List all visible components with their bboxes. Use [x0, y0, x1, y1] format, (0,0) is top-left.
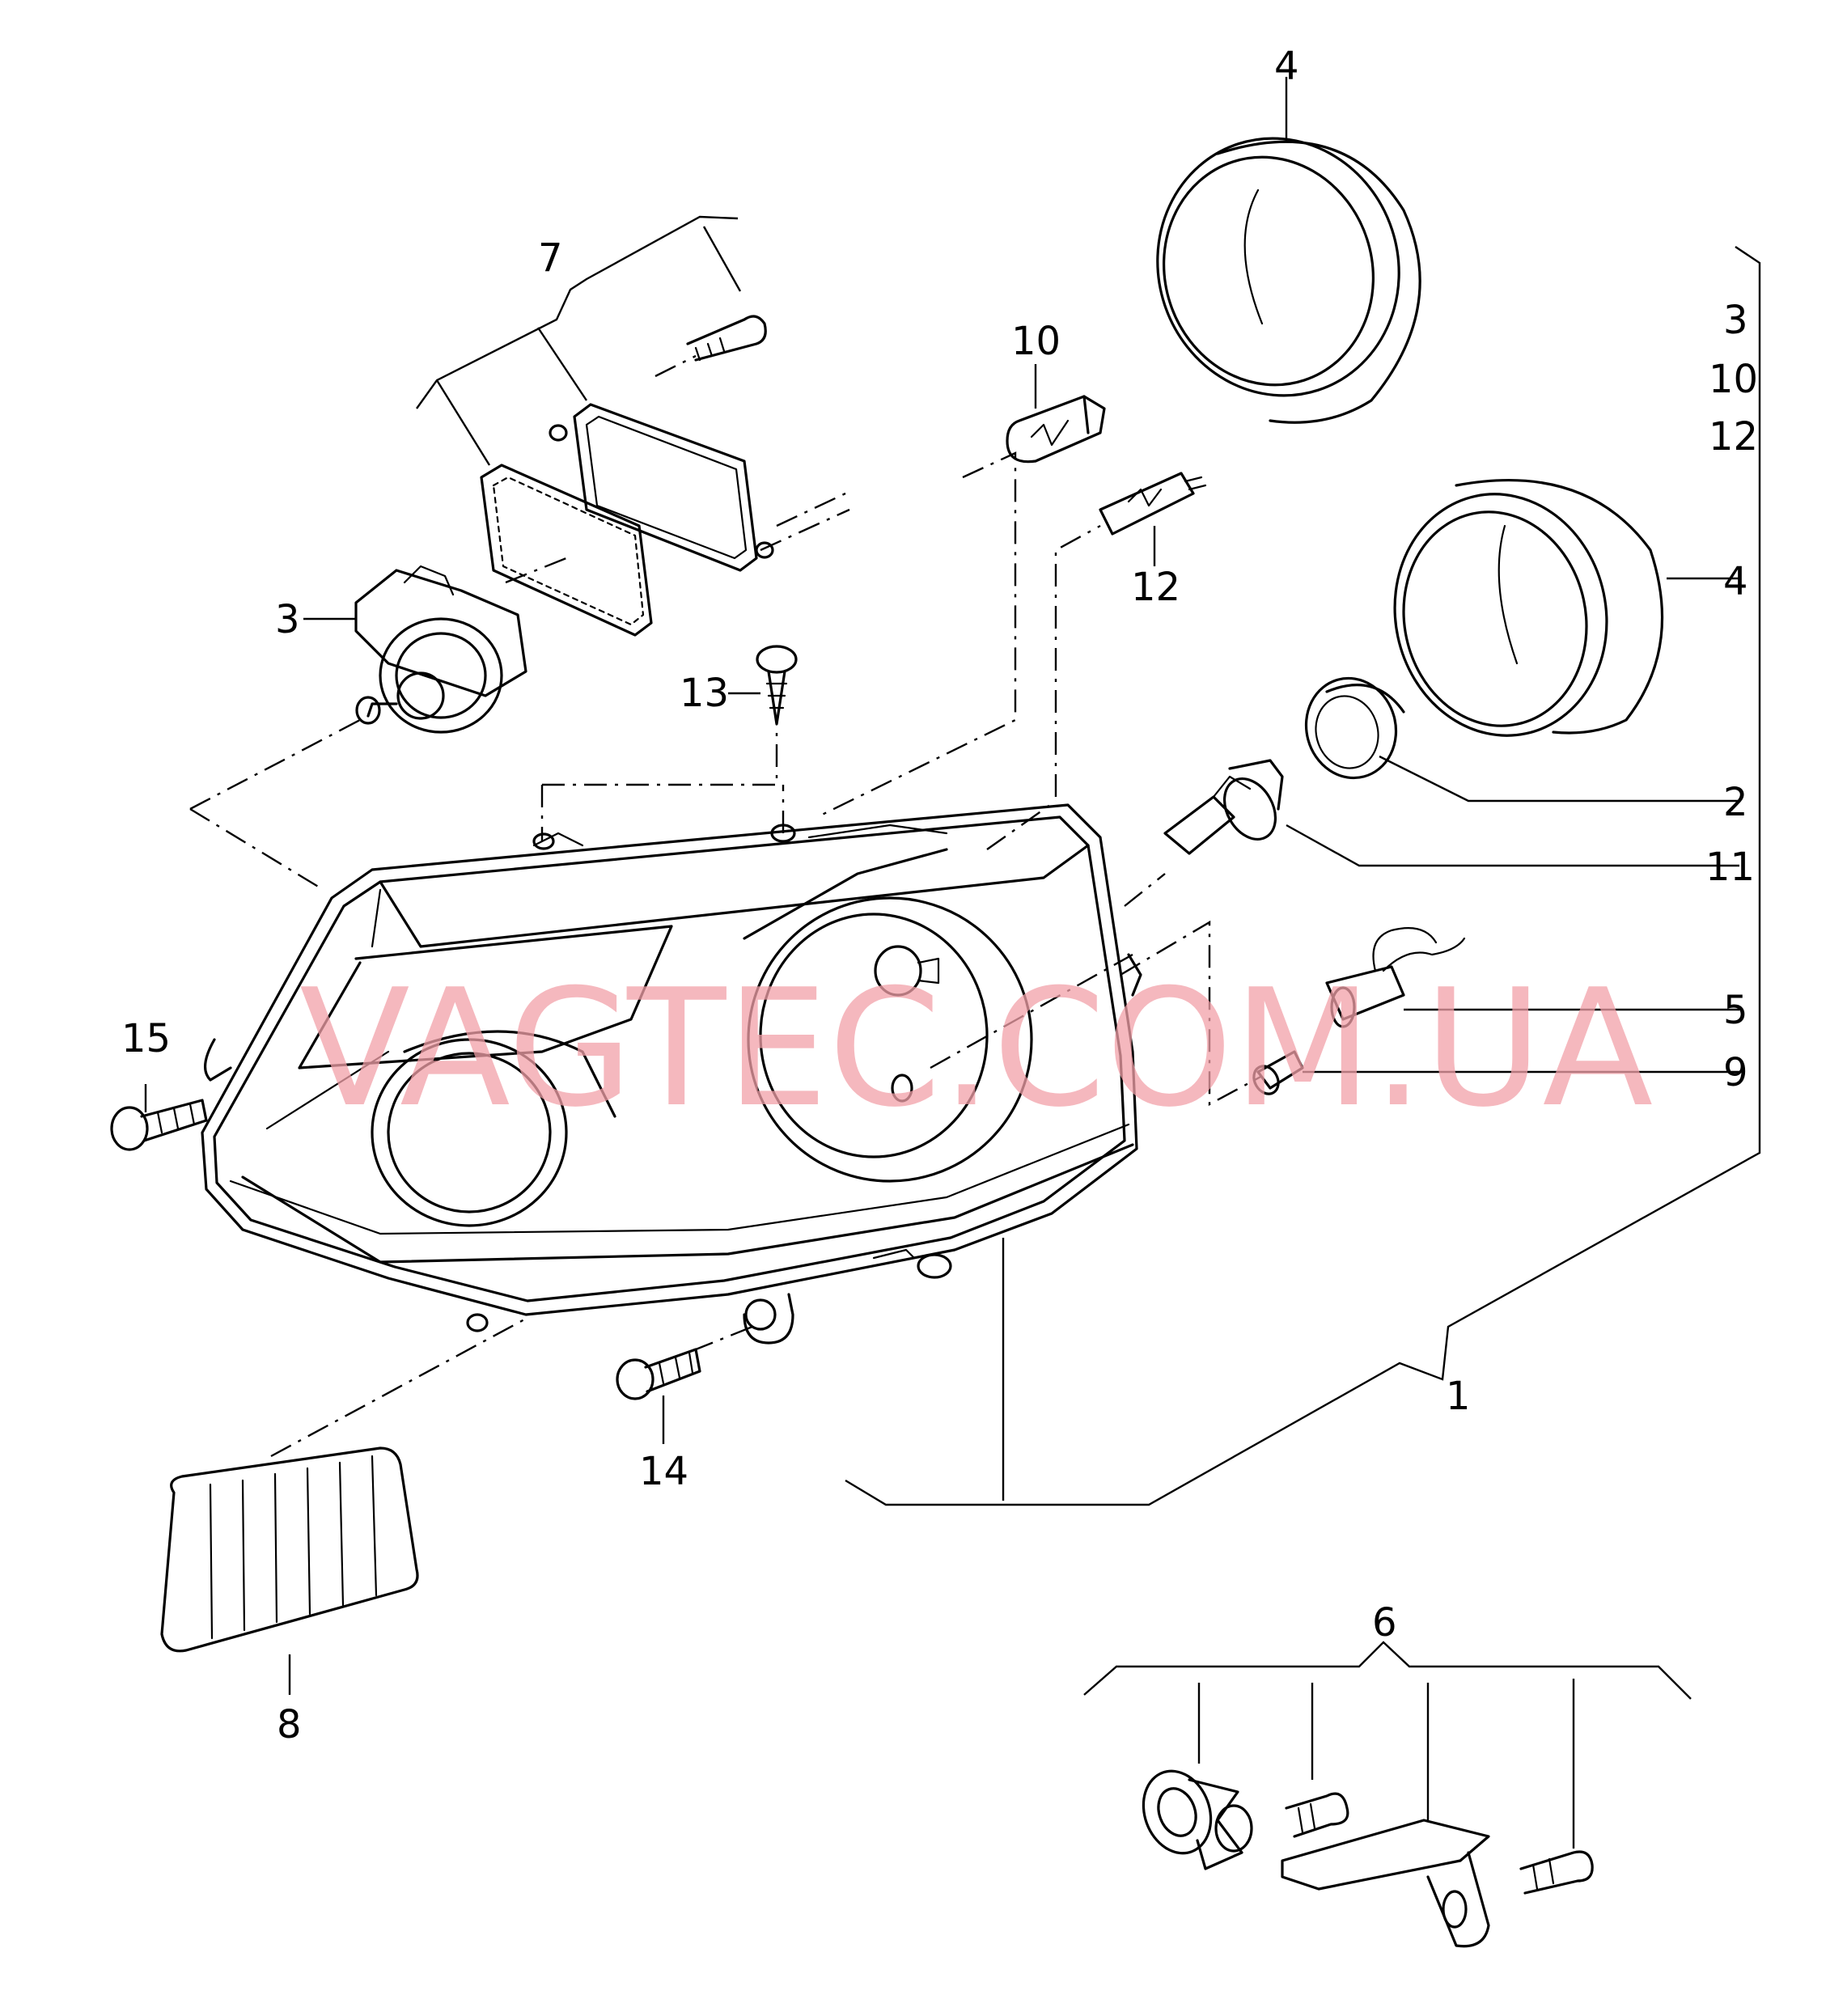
callout-4-mid: 4: [1723, 559, 1748, 604]
dust-cap-middle: [1393, 479, 1664, 737]
bulb-10: [1006, 395, 1106, 464]
callout-6: 6: [1372, 1600, 1397, 1645]
callout-5: 5: [1723, 988, 1748, 1033]
alignment-lines: [189, 354, 1263, 1458]
screw-13: [756, 645, 798, 726]
callout-9: 9: [1723, 1050, 1748, 1095]
headlight-housing: [201, 803, 1142, 1345]
callout-15: 15: [121, 1016, 171, 1061]
mounting-kit: [1142, 1769, 1594, 1948]
cover-and-gasket: [480, 315, 774, 637]
bracket-list-item-3: 3: [1723, 298, 1748, 343]
side-reflector: [160, 1446, 419, 1653]
callout-7: 7: [538, 235, 563, 281]
callout-1: 1: [1446, 1374, 1471, 1419]
callout-3-left: 3: [275, 597, 300, 642]
screw-15: [110, 1099, 208, 1151]
wiring-connector: [1325, 927, 1466, 1028]
wedge-bulb: [1252, 1050, 1304, 1095]
callout-4-top: 4: [1274, 44, 1299, 89]
bracket-list-item-12: 12: [1709, 414, 1758, 460]
dust-cap-top: [1156, 137, 1421, 424]
bulb-12: [1099, 472, 1207, 536]
bracket-list-item-10: 10: [1709, 357, 1758, 402]
leader-lines: [144, 77, 1761, 1849]
h7-bulb: [1163, 759, 1284, 855]
watermark: VAGTEC.COM.UA: [299, 955, 1653, 1143]
callout-8: 8: [277, 1702, 302, 1747]
leveling-motor: [354, 565, 527, 734]
bulb-retainer-ring: [1304, 676, 1405, 780]
callout-10: 10: [1011, 319, 1061, 364]
screw-14: [616, 1348, 701, 1400]
callout-12: 12: [1131, 565, 1180, 610]
callout-13: 13: [680, 671, 729, 716]
callout-2: 2: [1723, 780, 1748, 825]
callout-11: 11: [1705, 845, 1755, 890]
callout-14: 14: [639, 1449, 688, 1494]
callout-labels: 4 7 10 12 3 13 4 2 11 5 9 15 1 14 8 6 3 …: [121, 44, 1758, 1747]
